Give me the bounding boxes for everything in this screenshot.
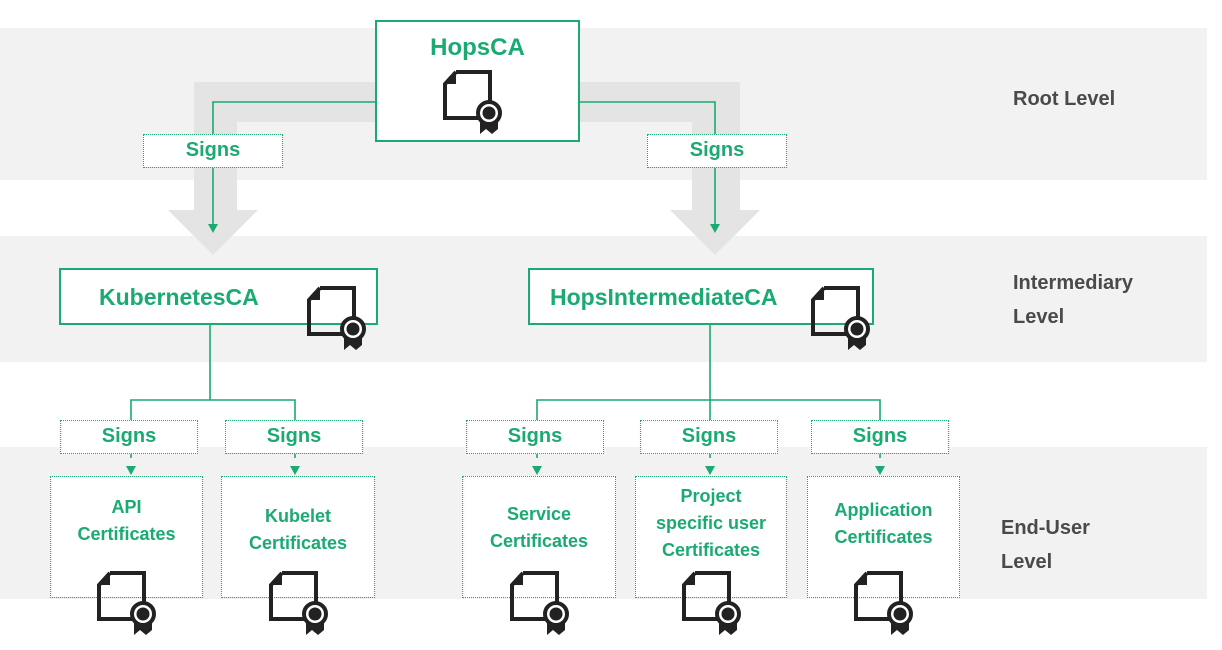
application-certificates-box: Application Certificates xyxy=(807,476,960,635)
end-user-level-label: End-User Level xyxy=(1001,517,1090,573)
certificate-icon xyxy=(811,286,870,350)
signs-label-project: Signs xyxy=(640,420,778,454)
signs-label-api: Signs xyxy=(60,420,198,454)
hopsintermediateca-box: HopsIntermediateCA xyxy=(528,268,874,350)
signs-label-service: Signs xyxy=(466,420,604,454)
api-certificates-box: API Certificates xyxy=(50,476,203,635)
service-certificates-label: Service Certificates xyxy=(489,504,589,551)
certificate-icon xyxy=(510,571,569,635)
root-level-label: Root Level xyxy=(1013,88,1116,110)
hopsca-box: HopsCA xyxy=(375,20,580,142)
certificate-icon xyxy=(307,286,366,350)
hopsca-title: HopsCA xyxy=(430,34,525,61)
kubernetesca-title: KubernetesCA xyxy=(99,284,259,310)
certificate-icon xyxy=(443,70,502,134)
signs-label-root-left: Signs xyxy=(143,134,283,168)
project-certificates-label: Project specific user Certificates xyxy=(655,486,767,560)
kubelet-certificates-box: Kubelet Certificates xyxy=(221,476,375,635)
certificate-icon xyxy=(682,571,741,635)
hopsintermediateca-title: HopsIntermediateCA xyxy=(550,284,778,310)
project-certificates-box: Project specific user Certificates xyxy=(635,476,787,635)
kubernetesca-box: KubernetesCA xyxy=(59,268,378,350)
signs-label-kubelet: Signs xyxy=(225,420,363,454)
intermediary-level-label: Intermediary Level xyxy=(1013,272,1134,328)
service-certificates-box: Service Certificates xyxy=(462,476,616,635)
api-certificates-label: API Certificates xyxy=(77,497,176,544)
large-arrow-left xyxy=(168,82,376,255)
application-certificates-label: Application Certificates xyxy=(834,500,933,547)
certificate-icon xyxy=(269,571,328,635)
certificate-icon xyxy=(97,571,156,635)
certificate-icon xyxy=(854,571,913,635)
large-arrow-right xyxy=(579,82,760,255)
signs-label-application: Signs xyxy=(811,420,949,454)
kubelet-certificates-label: Kubelet Certificates xyxy=(248,506,348,553)
signs-label-root-right: Signs xyxy=(647,134,787,168)
